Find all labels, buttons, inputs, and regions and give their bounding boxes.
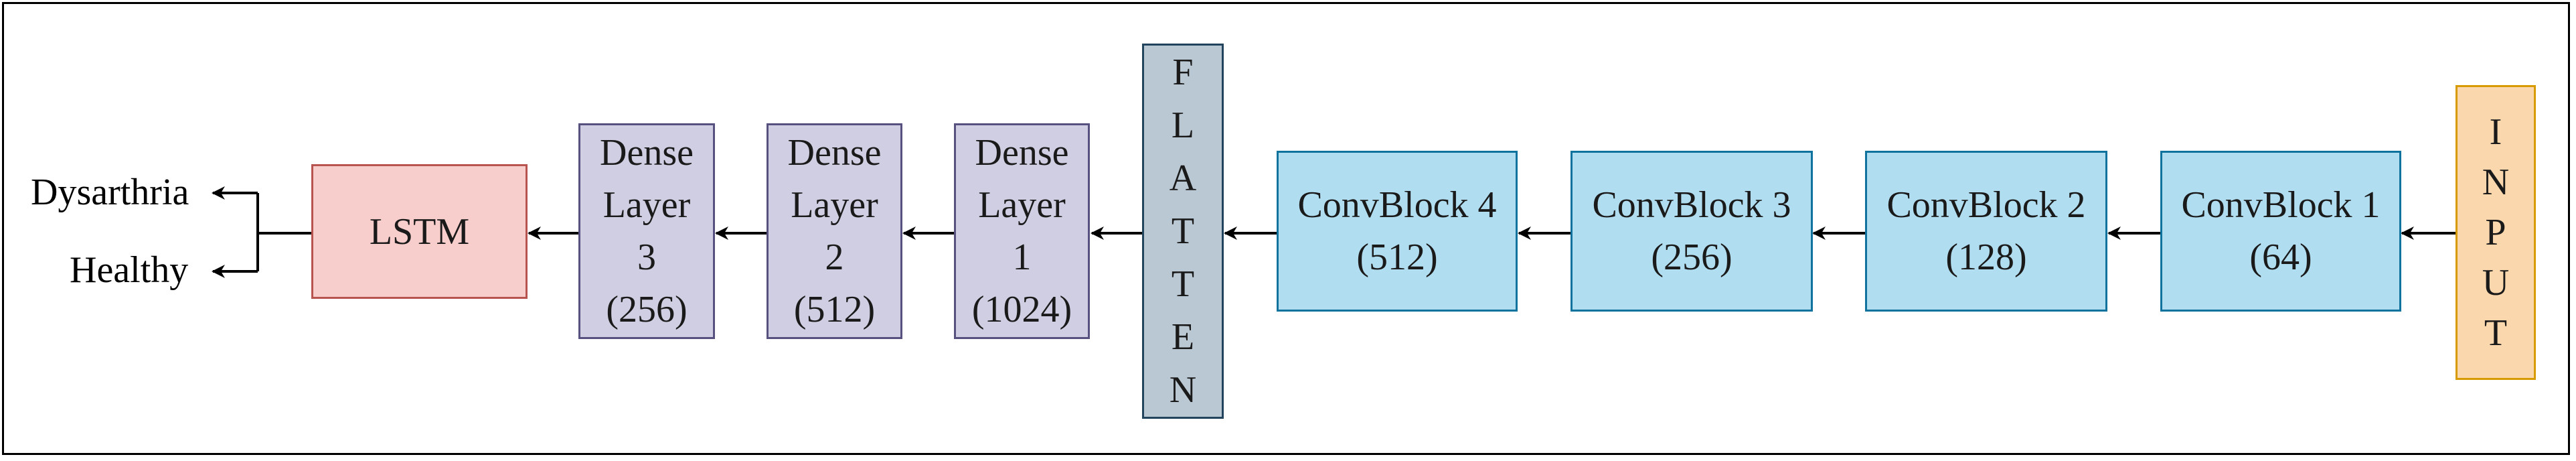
lstm-block: LSTM <box>311 164 528 299</box>
input-letter: U <box>2482 261 2510 304</box>
dense-layer-2-label: Dense Layer 2 (512) <box>788 127 882 336</box>
flatten-letter: T <box>1171 263 1195 305</box>
convblock-3-label: ConvBlock 3 (256) <box>1592 179 1791 283</box>
convblock-filters: (128) <box>1945 237 2027 278</box>
input-letter: I <box>2489 111 2502 153</box>
convblock-filters: (256) <box>1651 237 1733 278</box>
input-letter: T <box>2484 312 2508 354</box>
layer-word: Layer <box>978 184 1066 226</box>
convblock-4: ConvBlock 4 (512) <box>1277 151 1518 312</box>
flatten-letter: F <box>1172 51 1194 93</box>
layer-word: Layer <box>602 184 691 226</box>
dense-layer-3: Dense Layer 3 (256) <box>578 123 715 339</box>
convblock-2: ConvBlock 2 (128) <box>1865 151 2107 312</box>
dense-word: Dense <box>975 132 1069 174</box>
dense-word: Dense <box>600 132 694 174</box>
flatten-letter: E <box>1171 316 1195 358</box>
input-letter: N <box>2482 161 2510 203</box>
lstm-label: LSTM <box>369 210 470 253</box>
convblock-title: ConvBlock 4 <box>1297 184 1497 226</box>
flatten-letter: N <box>1169 369 1197 411</box>
layer-units: (256) <box>606 289 688 330</box>
convblock-title: ConvBlock 1 <box>2181 184 2381 226</box>
layer-number: 1 <box>1012 237 1032 278</box>
dense-layer-1: Dense Layer 1 (1024) <box>954 123 1090 339</box>
flatten-block: F L A T T E N <box>1142 44 1224 419</box>
flatten-letter: A <box>1169 157 1197 199</box>
convblock-filters: (512) <box>1356 237 1438 278</box>
dense-layer-3-label: Dense Layer 3 (256) <box>600 127 694 336</box>
convblock-3: ConvBlock 3 (256) <box>1571 151 1813 312</box>
convblock-title: ConvBlock 2 <box>1886 184 2086 226</box>
layer-number: 2 <box>825 237 844 278</box>
convblock-4-label: ConvBlock 4 (512) <box>1297 179 1496 283</box>
layer-units: (1024) <box>971 289 1072 330</box>
output-dysarthria-label: Dysarthria <box>31 172 189 213</box>
input-block: I N P U T <box>2456 85 2536 380</box>
flatten-letter: L <box>1171 104 1195 146</box>
convblock-title: ConvBlock 3 <box>1592 184 1791 226</box>
convblock-1: ConvBlock 1 (64) <box>2160 151 2401 312</box>
input-letter: P <box>2485 211 2506 253</box>
convblock-1-label: ConvBlock 1 (64) <box>2181 179 2380 283</box>
convblock-2-label: ConvBlock 2 (128) <box>1886 179 2085 283</box>
layer-word: Layer <box>791 184 878 226</box>
layer-number: 3 <box>637 237 656 278</box>
flatten-letter: T <box>1171 210 1195 252</box>
dense-layer-2: Dense Layer 2 (512) <box>767 123 902 339</box>
flatten-label: F L A T T E N <box>1170 46 1196 417</box>
dense-word: Dense <box>787 132 882 174</box>
convblock-filters: (64) <box>2249 237 2312 278</box>
layer-units: (512) <box>793 289 876 330</box>
output-healthy-label: Healthy <box>70 249 189 291</box>
input-label: I N P U T <box>2482 107 2509 358</box>
dense-layer-1-label: Dense Layer 1 (1024) <box>972 127 1072 336</box>
